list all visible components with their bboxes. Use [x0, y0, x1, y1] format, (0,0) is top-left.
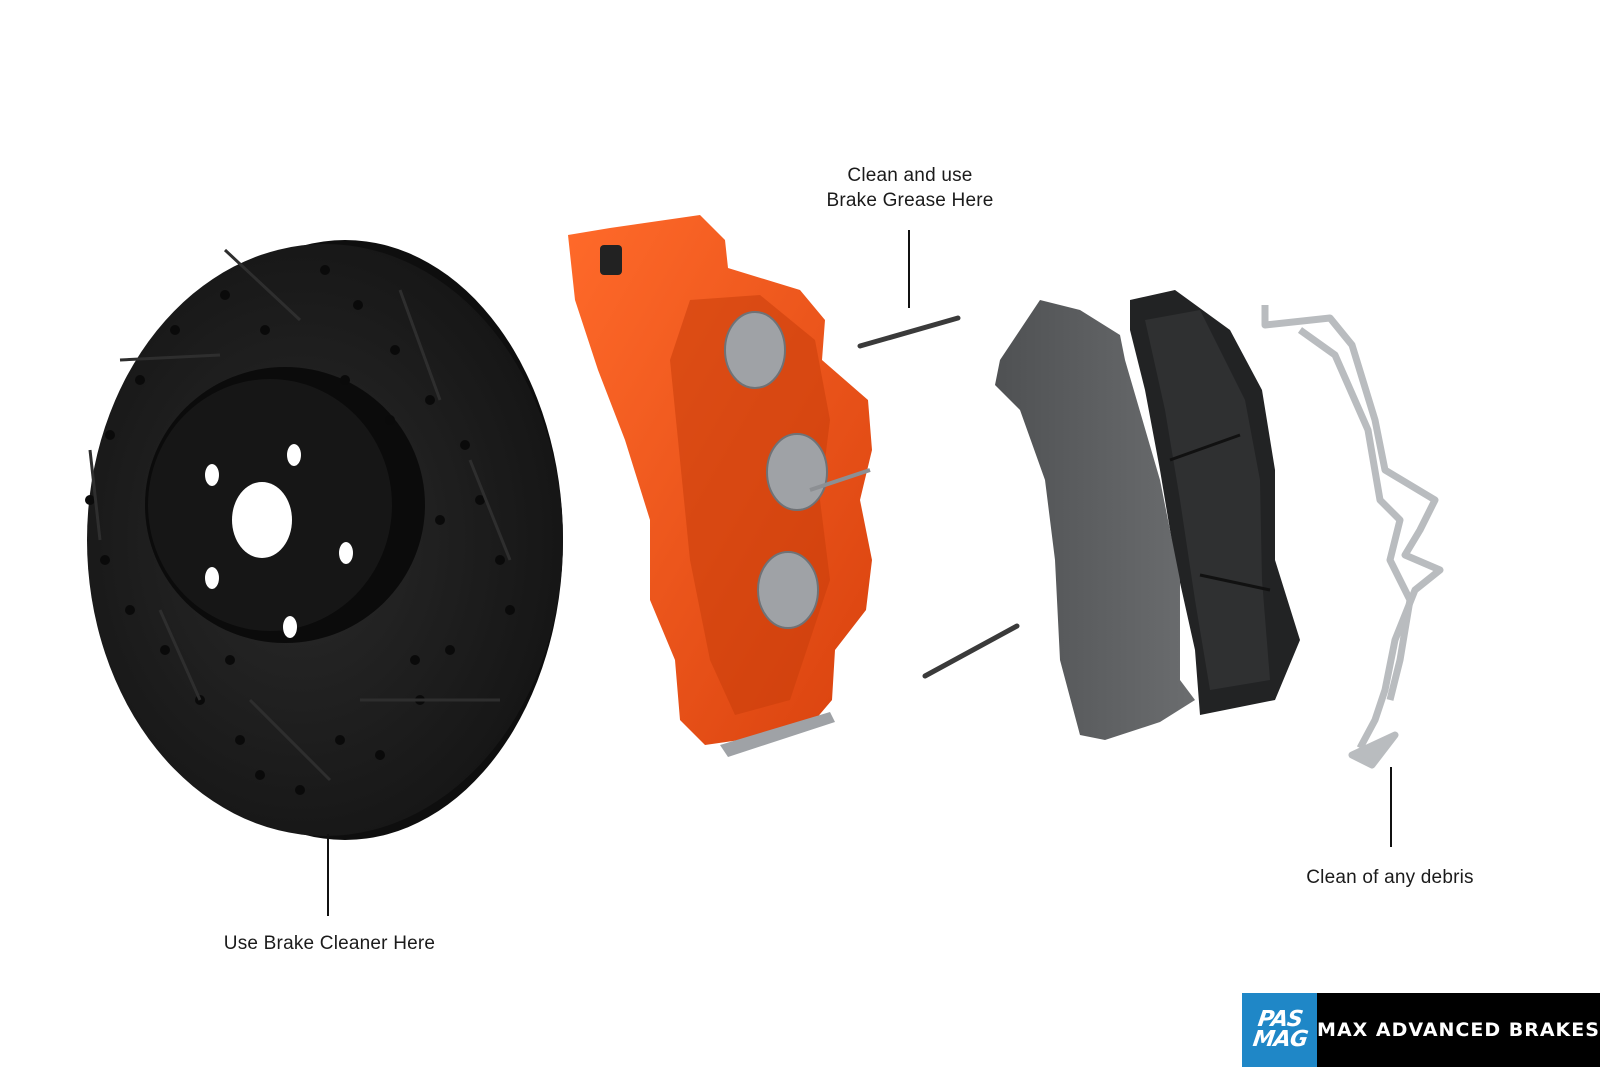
callout-grease: Clean and use Brake Grease Here	[790, 163, 1030, 213]
brand-name-text: MAX ADVANCED BRAKES	[1317, 1019, 1600, 1041]
leader-line-cleaner	[327, 834, 329, 916]
leader-line-grease	[908, 230, 910, 308]
abutment-clip	[1261, 305, 1444, 769]
lug-hole	[205, 567, 219, 589]
brake-pad-rear	[1130, 290, 1300, 715]
lug-hole	[339, 542, 353, 564]
pad-chamfer	[1169, 433, 1241, 462]
brand-badge: PAS MAG MAX ADVANCED BRAKES	[1242, 993, 1600, 1067]
callout-grease-line1: Clean and use	[847, 165, 973, 186]
callout-cleaner: Use Brake Cleaner Here	[223, 933, 436, 954]
caliper-pin	[809, 468, 871, 492]
callout-debris: Clean of any debris	[1306, 867, 1474, 888]
caliper-pin-clip	[720, 712, 835, 757]
rotor-center-bore	[232, 482, 292, 558]
rotor-slots	[88, 248, 512, 782]
rotor-drill-holes	[85, 265, 515, 795]
caliper-bleeder	[600, 245, 622, 275]
pad-chamfer	[1199, 573, 1271, 592]
leader-line-debris	[1390, 767, 1392, 847]
brake-rotor	[85, 240, 563, 840]
brake-caliper	[568, 215, 872, 757]
lug-hole	[205, 464, 219, 486]
logo-line2: MAG	[1250, 1027, 1309, 1052]
guide-pin-upper	[857, 315, 961, 349]
brand-name: MAX ADVANCED BRAKES	[1317, 993, 1600, 1067]
guide-pin-lower	[922, 623, 1020, 679]
callout-grease-line2: Brake Grease Here	[826, 190, 994, 211]
brake-pad-front	[995, 300, 1195, 740]
pad-friction	[1145, 310, 1270, 690]
pad-backing-front	[995, 300, 1195, 740]
lug-hole	[283, 616, 297, 638]
pasmag-logo: PAS MAG	[1242, 993, 1317, 1067]
lug-hole	[287, 444, 301, 466]
